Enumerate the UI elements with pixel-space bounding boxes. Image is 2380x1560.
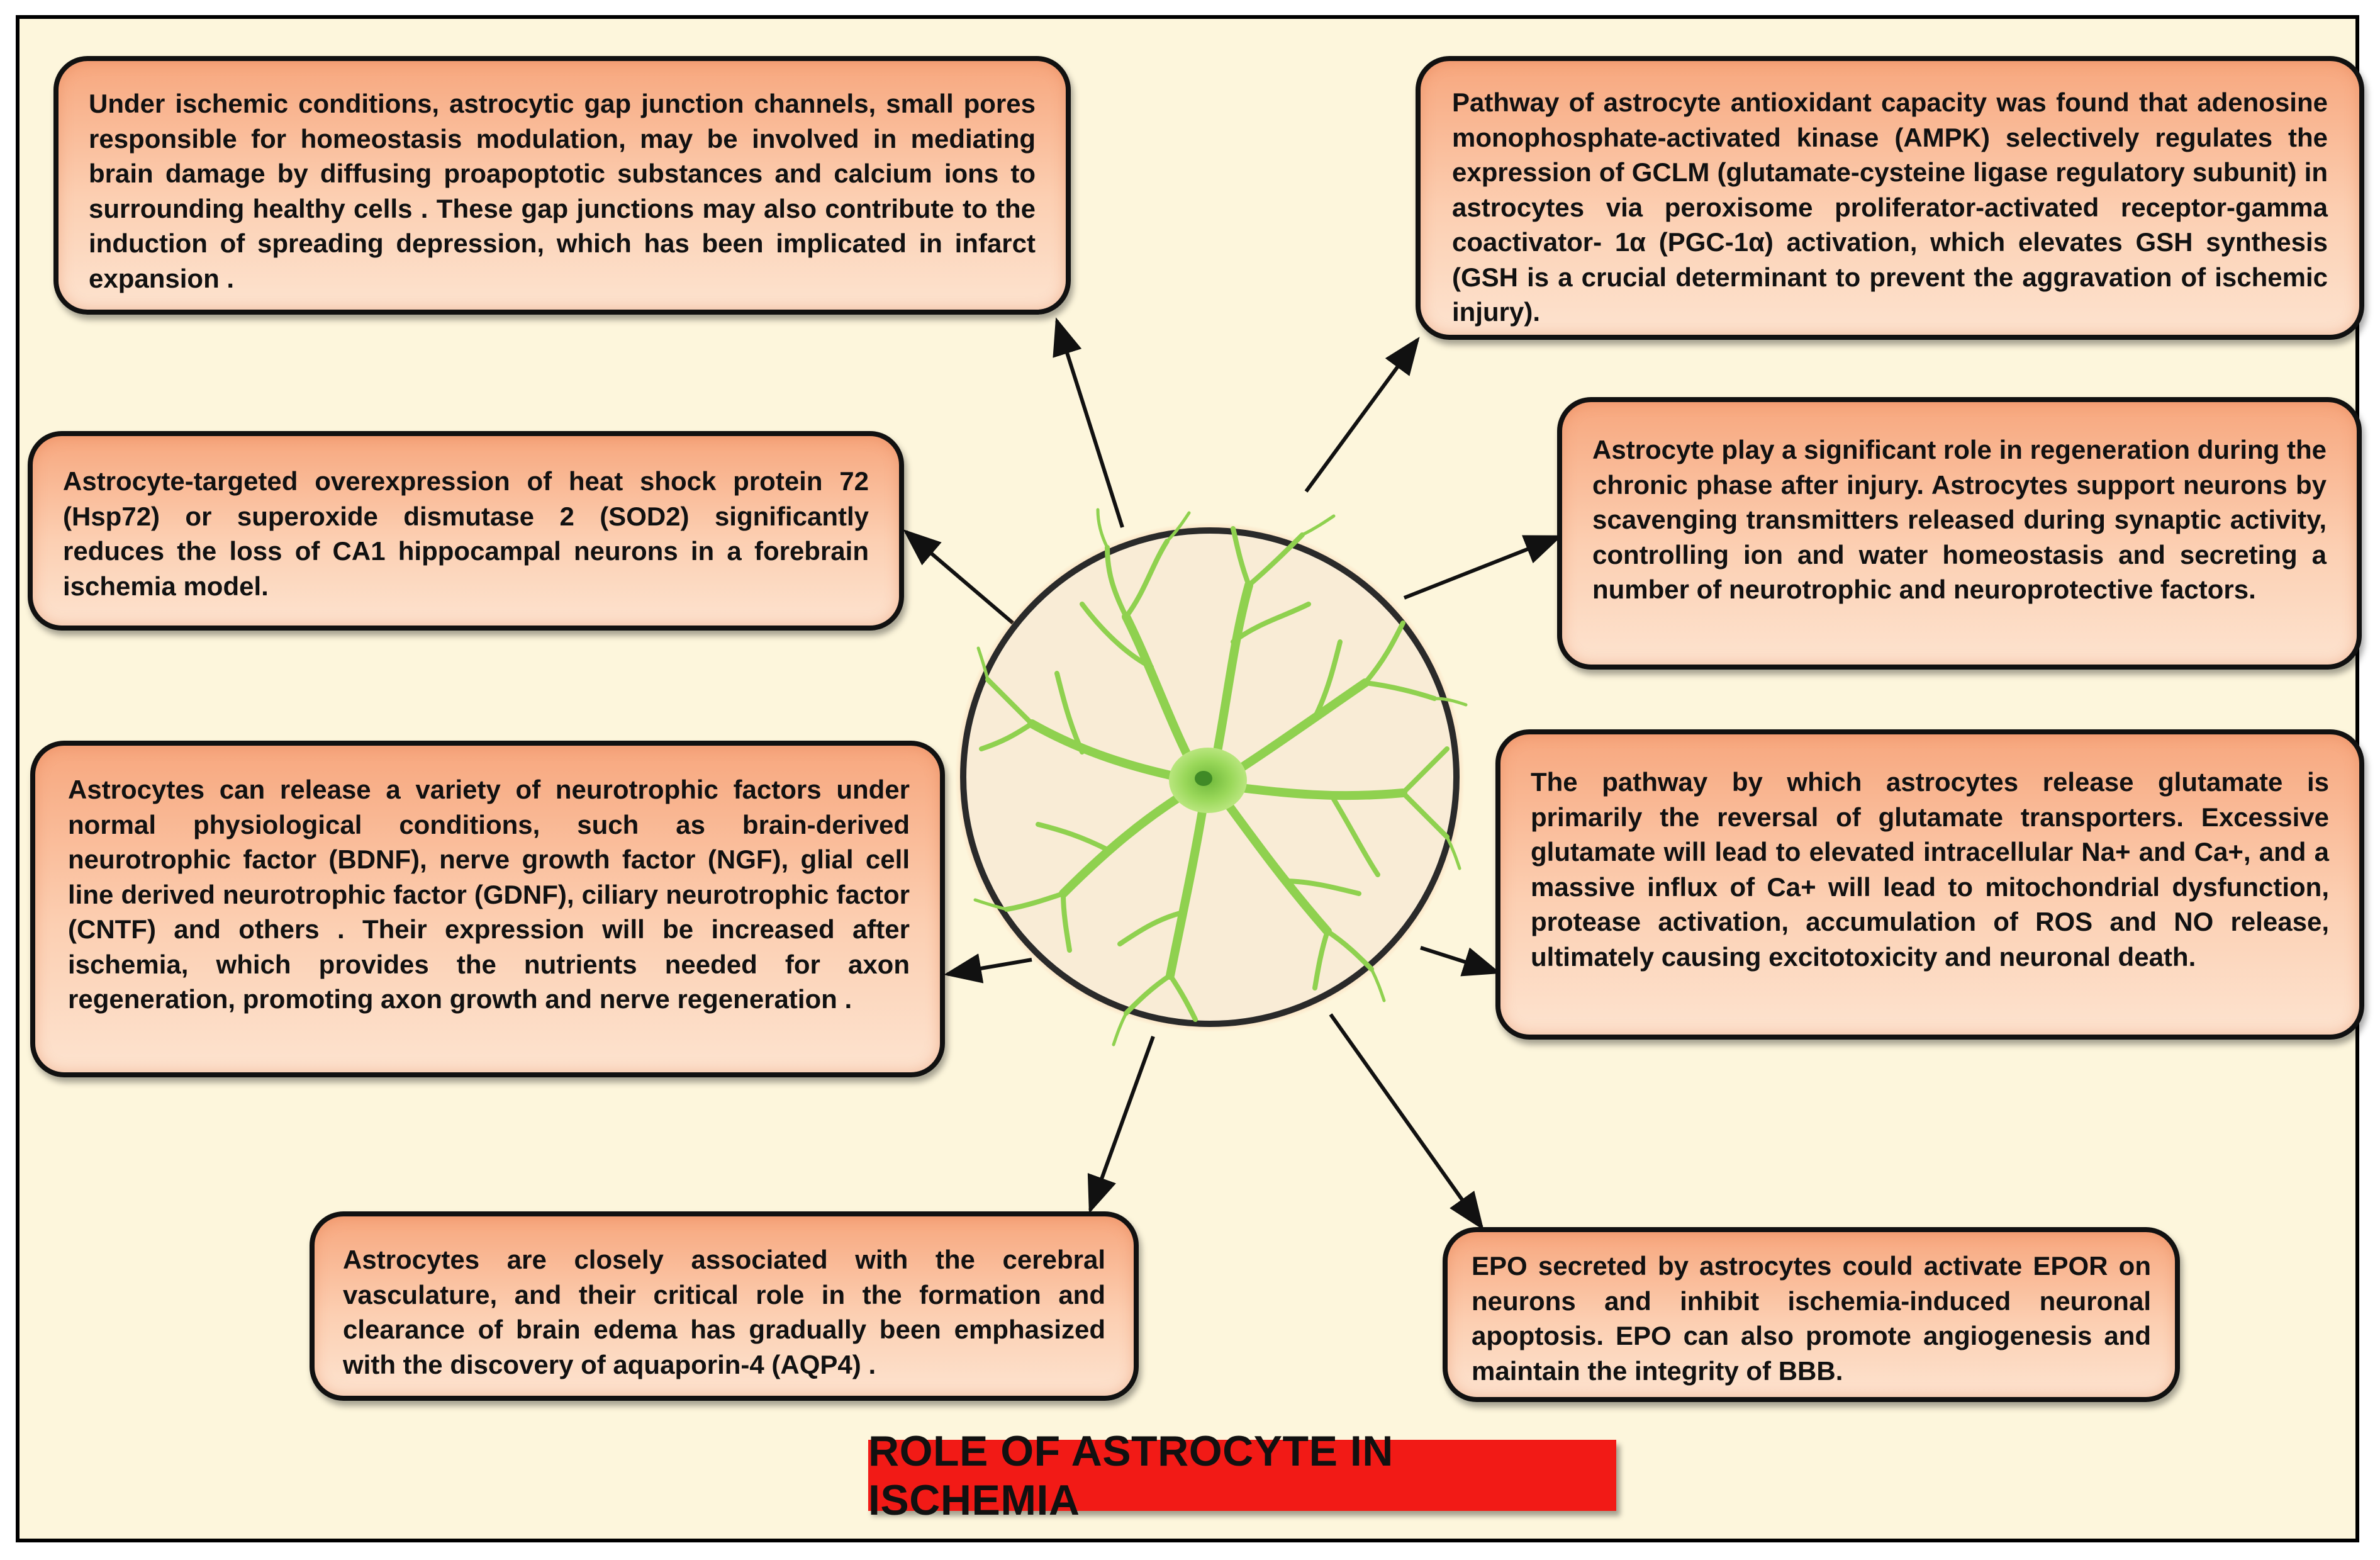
connector-arrows [903,317,1563,1230]
aqp4-text: Astrocytes are closely associated with t… [343,1245,1105,1379]
arrow-to-glutamate [1420,946,1501,977]
diagram-title: ROLE OF ASTROCYTE IN ISCHEMIA [868,1427,1616,1524]
gap-junction-text: Under ischemic conditions, astrocytic ga… [89,89,1036,293]
arrow-to-antioxidant [1304,337,1420,493]
antioxidant-box: Pathway of astrocyte antioxidant capacit… [1416,56,2364,340]
gap-junction-box: Under ischemic conditions, astrocytic ga… [53,56,1071,315]
glutamate-box: The pathway by which astrocytes release … [1495,729,2364,1040]
arrow-to-aqp4 [1087,1035,1155,1214]
arrow-to-neurotrophic [944,953,1032,984]
astrocyte-cell-icon [955,508,1468,1047]
arrow-to-epo [1329,1013,1484,1230]
arrow-to-regeneration [1403,535,1563,600]
arrow-to-hsp72 [903,529,1014,625]
epo-box: EPO secreted by astrocytes could activat… [1443,1227,2180,1402]
arrow-to-gap-junctions [1053,317,1124,528]
glutamate-text: The pathway by which astrocytes release … [1531,767,2329,972]
aqp4-box: Astrocytes are closely associated with t… [310,1211,1139,1401]
neurotrophic-box: Astrocytes can release a variety of neur… [30,741,945,1077]
antioxidant-text: Pathway of astrocyte antioxidant capacit… [1452,87,2328,327]
regeneration-text: Astrocyte play a significant role in reg… [1592,435,2327,604]
regeneration-box: Astrocyte play a significant role in reg… [1557,397,2362,670]
hsp72-box: Astrocyte-targeted overexpression of hea… [28,431,904,631]
hsp72-text: Astrocyte-targeted overexpression of hea… [63,466,869,601]
neurotrophic-text: Astrocytes can release a variety of neur… [68,775,910,1014]
epo-text: EPO secreted by astrocytes could activat… [1472,1251,2151,1386]
